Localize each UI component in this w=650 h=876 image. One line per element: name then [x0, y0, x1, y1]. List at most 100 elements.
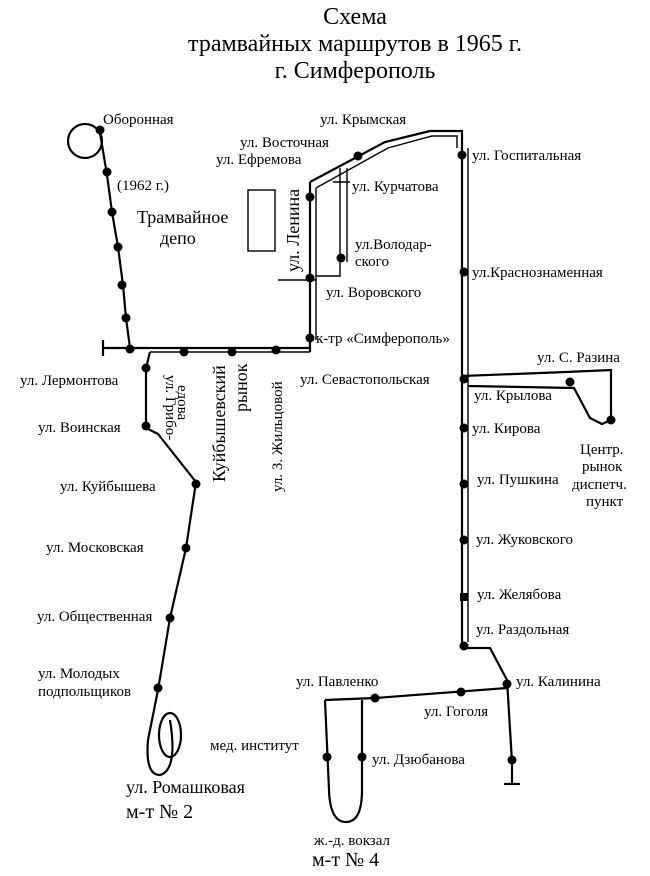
title-line-1: Схема [323, 4, 387, 30]
label-kuibysheva: ул. Куйбышева [60, 479, 156, 495]
stop-sevastopolskaya [459, 374, 469, 384]
line-s-razina-loop [461, 368, 613, 426]
stop-sw-1 [141, 363, 151, 373]
stop-gogolya [456, 687, 466, 697]
label-zhiltsovoi: ул. З. Жильцовой [270, 381, 286, 492]
label-year-1962: (1962 г.) [117, 178, 169, 194]
line-southwest [144, 351, 198, 777]
label-molodykh-1: ул. Молодых [38, 666, 120, 682]
label-obshchestvennaya: ул. Общественная [37, 609, 152, 625]
line-kalinina [505, 679, 514, 763]
stop-moskovskaya [181, 543, 191, 553]
label-vorovskogo: ул. Воровского [326, 285, 421, 301]
label-central-market-3: диспетч. [572, 477, 627, 493]
stop-zhelyabova [460, 593, 468, 601]
stop-branch-2 [107, 207, 117, 217]
label-efremova: ул. Ефремова [216, 152, 302, 168]
line-kurchatova [316, 168, 341, 277]
stop-griboedova [179, 347, 189, 357]
stop-med-institut [322, 752, 332, 762]
label-lermontova: ул. Лермонтова [20, 373, 119, 389]
route-numbers: м-т № 2 м-т № 4 [126, 801, 379, 871]
label-central-market-2: рынок [582, 459, 623, 475]
tram-stops [95, 125, 616, 765]
stop-branch-3 [113, 242, 123, 252]
stop-volodarskogo [336, 253, 346, 263]
street-labels: Оборонная (1962 г.) Трамвайное депо ул. … [20, 112, 627, 849]
label-molodykh-2: подпольщиков [38, 684, 131, 700]
stop-branch-4 [117, 280, 127, 290]
stop-oboronnaya [95, 125, 105, 135]
stop-zhukovskogo [459, 535, 469, 545]
label-kuibyshevsky-1: Куйбышевский [209, 365, 229, 482]
stop-simferopol [305, 333, 315, 343]
route-4-label: м-т № 4 [312, 849, 379, 871]
label-krylova: ул. Крылова [474, 388, 552, 404]
label-depot-1: Трамвайное [137, 207, 228, 227]
label-moskovskaya: ул. Московская [46, 540, 144, 556]
depot-building [247, 189, 276, 252]
stop-kirova [459, 423, 469, 433]
stop-kuibysheva [191, 479, 201, 489]
diagram-title: Схема трамвайных маршрутов в 1965 г. г. … [188, 4, 522, 84]
label-griboedova-1: ул. Грибо- [162, 375, 178, 440]
tram-tracks [66, 122, 613, 824]
label-zhukovskogo: ул. Жуковского [476, 532, 573, 548]
label-pavlenko: ул. Павленко [296, 674, 378, 690]
line-krymskaya [309, 129, 464, 183]
label-sevastopolskaya: ул. Севастопольская [300, 372, 430, 388]
stop-central-market [606, 415, 616, 425]
label-kirova: ул. Кирова [472, 421, 541, 437]
label-vostochnaya: ул. Восточная [240, 135, 329, 151]
label-kurchatova: ул. Курчатова [352, 179, 439, 195]
stop-kalinina-south [507, 755, 517, 765]
label-razdolnaya: ул. Раздольная [476, 622, 569, 638]
label-gogolya: ул. Гоголя [424, 704, 488, 720]
romashkovaya-loop [157, 711, 183, 759]
stop-kalinina [502, 679, 512, 689]
route-2-label: м-т № 2 [126, 801, 193, 823]
label-depot-2: депо [160, 228, 196, 248]
stop-lermontova [125, 344, 135, 354]
label-med-institut: мед. институт [210, 738, 299, 754]
label-s-razina: ул. С. Разина [537, 350, 620, 366]
label-gospitalnaya: ул. Госпитальная [472, 148, 581, 164]
stop-krylova [565, 377, 575, 387]
stop-molodykh [153, 683, 163, 693]
line-gospitalnaya [460, 148, 508, 681]
stop-krasnoznamennaya [459, 267, 469, 277]
label-krymskaya: ул. Крымская [320, 112, 406, 128]
stop-obshchestvennaya [165, 613, 175, 623]
stop-pavlenko [370, 693, 380, 703]
stop-kuibyshevsky-rynok [227, 347, 237, 357]
stop-lenina-1 [305, 192, 315, 202]
label-zhelyabova: ул. Желябова [477, 587, 562, 603]
stop-lenina-2 [305, 273, 315, 283]
line-krymskaya-2 [315, 135, 458, 189]
label-lenina: ул. Ленина [283, 189, 303, 272]
label-volodarskogo-2: ского [355, 254, 389, 270]
stop-pushkina [459, 479, 469, 489]
title-line-3: г. Симферополь [275, 58, 436, 84]
label-kalinina: ул. Калинина [516, 674, 601, 690]
label-pushkina: ул. Пушкина [477, 472, 559, 488]
label-griboedova-2: едова [174, 385, 190, 420]
label-central-market-4: пункт [586, 494, 624, 510]
label-zhd-vokzal: ж.-д. вокзал [313, 833, 391, 849]
label-dzyubanova: ул. Дзюбанова [372, 752, 465, 768]
label-kuibyshevsky-2: рынок [231, 363, 251, 412]
stop-branch-5 [121, 313, 131, 323]
title-line-2: трамвайных маршрутов в 1965 г. [188, 31, 522, 57]
label-krasnoznamennaya: ул.Краснознаменная [472, 265, 603, 281]
stop-dzyubanova [357, 752, 367, 762]
stop-razdolnaya [459, 641, 469, 651]
label-kt-simferopol: к-тр «Симферополь» [316, 331, 450, 347]
stop-voinskaya [141, 421, 151, 431]
label-volodarskogo-1: ул.Володар- [355, 237, 432, 253]
stop-gospitalnaya [457, 150, 467, 160]
label-central-market-1: Центр. [580, 442, 624, 458]
stop-krymskaya [353, 151, 363, 161]
label-romashkovaya: ул. Ромашковая [126, 777, 245, 797]
stop-zhiltsovoi [271, 345, 281, 355]
